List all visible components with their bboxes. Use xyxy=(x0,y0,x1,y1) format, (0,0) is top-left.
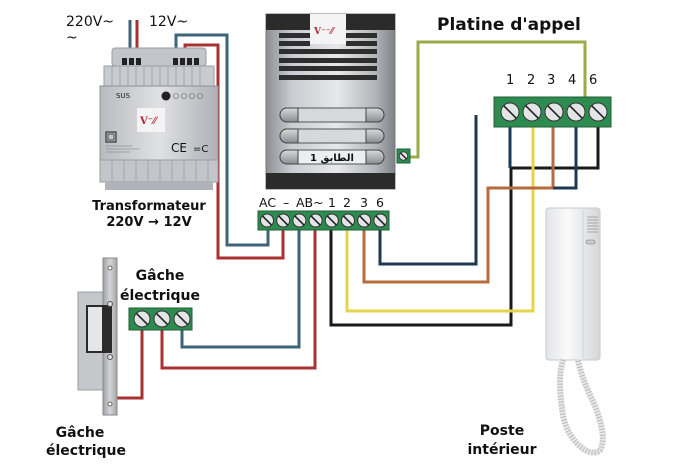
panel-terminal-block: AC – AB~ 1 2 3 6 xyxy=(257,195,390,231)
label-strike-2: électrique xyxy=(46,443,126,459)
terminal-label-1: 1 xyxy=(328,195,336,210)
wire-12v-blue xyxy=(174,33,270,247)
indoor-handset xyxy=(545,207,606,456)
strike-terminal-screws xyxy=(133,310,191,328)
call-button-row-1[interactable] xyxy=(279,107,385,123)
transformer: SUS V⁻⁄⁄ CE =C xyxy=(99,47,219,190)
indoor-label-1: 1 xyxy=(506,73,514,88)
strike-terminal-screw xyxy=(153,310,171,328)
indoor-terminal-screw xyxy=(588,102,608,122)
wire-brown-3 xyxy=(362,115,555,284)
indoor-label-3: 3 xyxy=(547,73,555,88)
wire-black-1 xyxy=(329,115,600,327)
panel-logo-mark: V⁻⁻⁄⁄ xyxy=(313,27,336,37)
indoor-terminal-screw xyxy=(500,102,520,122)
indoor-terminal-labels: 1 2 3 4 6 xyxy=(506,73,597,88)
handset-coiled-cord xyxy=(557,359,606,456)
call-button-row-3[interactable]: الطابق 1 xyxy=(279,149,385,165)
panel-terminal-screw xyxy=(276,213,291,228)
panel-side-terminal xyxy=(396,148,411,164)
transformer-brand: SUS xyxy=(116,92,131,100)
wire-strike-blue-a xyxy=(180,220,301,349)
speaker-grille xyxy=(279,33,377,80)
panel-terminal-screw xyxy=(324,213,339,228)
panel-terminal-screw xyxy=(292,213,307,228)
wire-strike-red xyxy=(160,220,317,370)
wire-navy-6 xyxy=(378,115,478,266)
wires xyxy=(115,20,600,400)
panel-terminal-screw xyxy=(373,213,388,228)
label-transformer: Transformateur xyxy=(92,199,206,214)
label-220v-tilde: ~ xyxy=(66,30,78,46)
panel-terminal-screw xyxy=(357,213,372,228)
indoor-terminal-screw xyxy=(522,102,542,122)
indoor-terminal-screw xyxy=(544,102,564,122)
terminal-label-ac: AC xyxy=(259,195,276,210)
panel-logo xyxy=(310,14,346,44)
strike-terminal-screw xyxy=(173,310,191,328)
indoor-terminal-screws xyxy=(500,102,608,122)
door-panel: V⁻⁻⁄⁄ الطابق 1 xyxy=(265,13,411,190)
indoor-label-6: 6 xyxy=(589,73,597,88)
transformer-logo xyxy=(137,108,165,132)
wire-strike-blue-b xyxy=(115,325,144,400)
terminal-label-6: 6 xyxy=(376,195,384,210)
terminal-label-3: 3 xyxy=(360,195,368,210)
wire-yellow-2 xyxy=(345,115,535,313)
panel-terminal-screw xyxy=(308,213,323,228)
panel-terminal-screws xyxy=(260,213,388,228)
indoor-label-4: 4 xyxy=(568,73,576,88)
label-transformer-voltage: 220V → 12V xyxy=(106,215,191,230)
label-indoor-station-2: intérieur xyxy=(467,442,536,458)
strike-terminal-screw xyxy=(133,310,151,328)
handset-button[interactable] xyxy=(585,239,596,245)
wire-olive xyxy=(408,40,587,159)
electric-strike xyxy=(77,257,118,416)
page-title: Platine d'appel xyxy=(437,15,581,35)
label-12v: 12V~ xyxy=(149,14,188,30)
indoor-label-2: 2 xyxy=(527,73,535,88)
label-strike-terminal: Gâche xyxy=(136,268,185,284)
label-indoor-station: Poste xyxy=(480,423,524,439)
wire-navy-4 xyxy=(553,115,578,190)
indoor-terminal-screw xyxy=(566,102,586,122)
strike-terminal-block xyxy=(128,307,193,331)
label-strike: Gâche xyxy=(56,425,105,441)
panel-terminal-screw xyxy=(341,213,355,228)
transformer-dc-mark: =C xyxy=(193,144,208,155)
panel-terminal-labels: AC – AB~ 1 2 3 6 xyxy=(259,195,384,210)
indoor-terminal-block: 1 2 3 4 6 xyxy=(493,73,612,128)
call-button-row-2[interactable] xyxy=(279,128,385,144)
terminal-label-minus: – xyxy=(283,195,289,210)
label-strike-terminal-2: électrique xyxy=(120,288,200,304)
transformer-ce-mark: CE xyxy=(171,141,187,155)
transformer-logo-mark: V⁻⁄⁄ xyxy=(139,116,159,127)
terminal-label-2: 2 xyxy=(343,195,351,210)
terminal-label-ab: AB~ xyxy=(296,195,324,210)
call-button-label: الطابق 1 xyxy=(310,153,354,164)
handset-speaker-grille xyxy=(587,216,598,233)
transformer-knob xyxy=(161,91,171,101)
transformer-symbol xyxy=(105,131,117,143)
label-220v: 220V~ xyxy=(66,14,114,30)
panel-terminal-screw xyxy=(260,213,274,228)
transformer-screws xyxy=(122,58,199,65)
